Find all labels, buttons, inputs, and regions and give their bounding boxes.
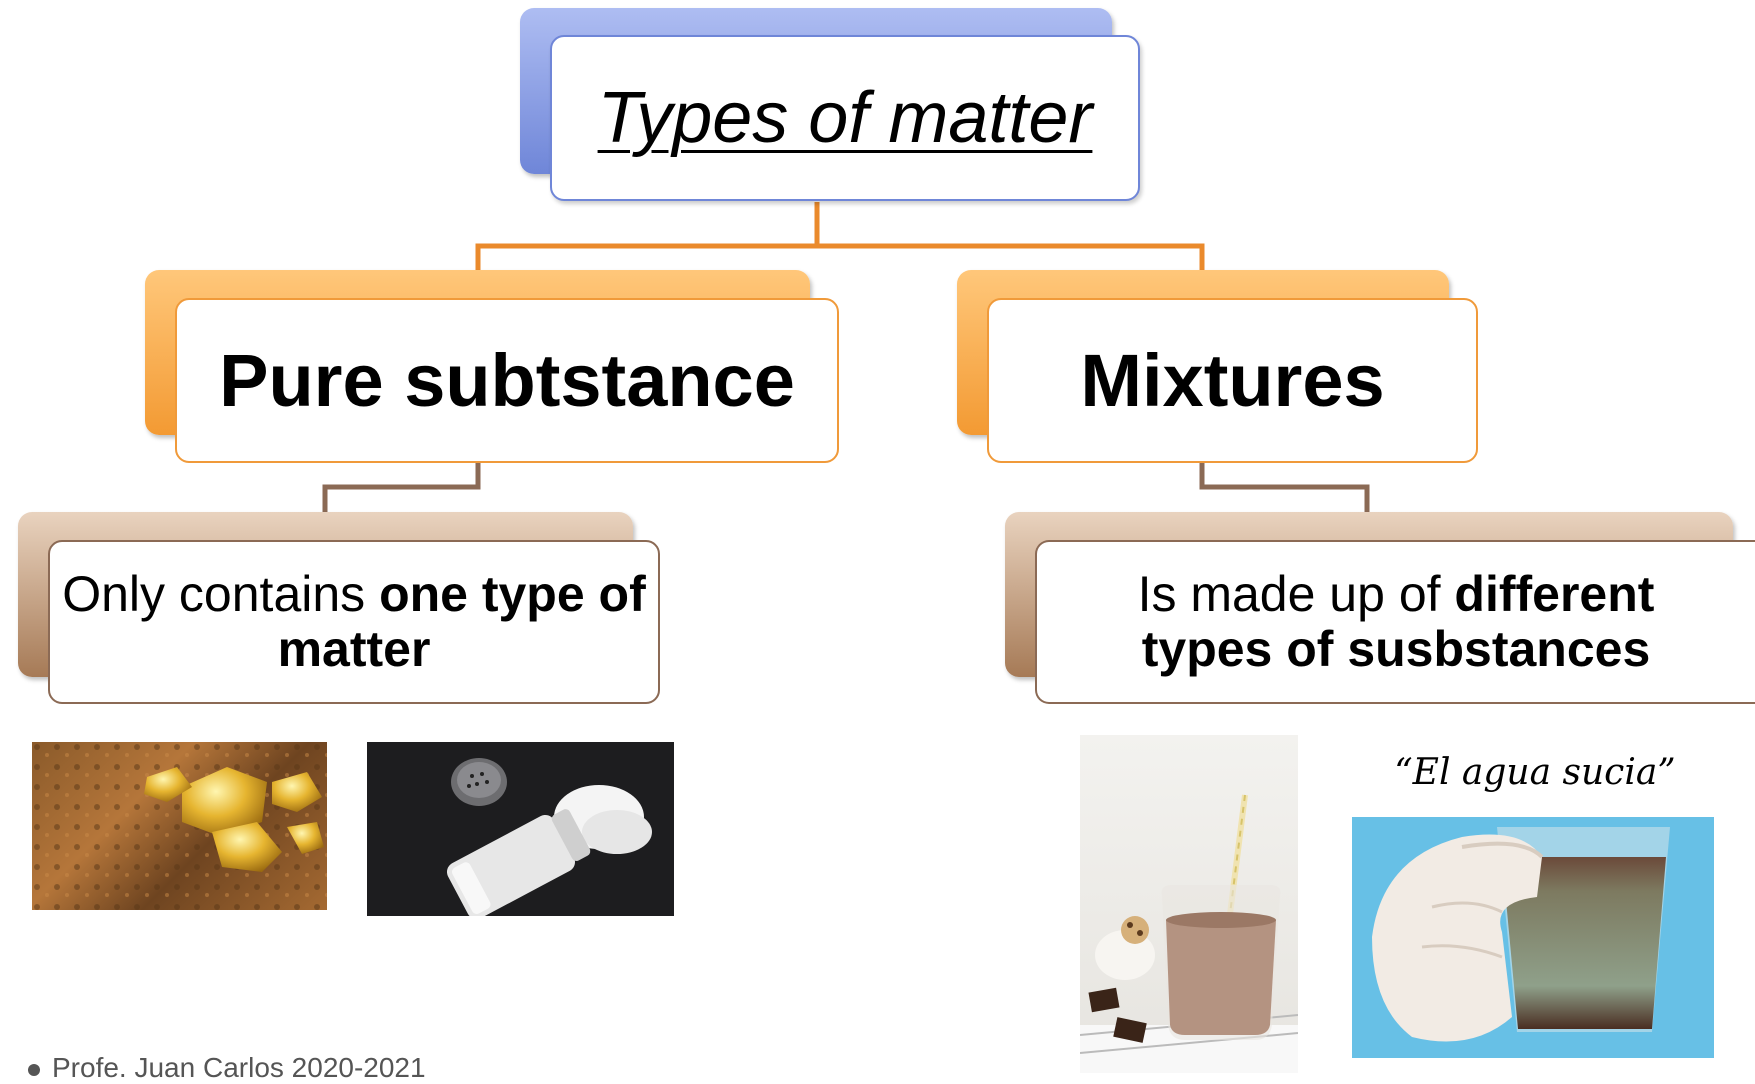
pure-substance-heading: Pure subtstance (219, 339, 795, 422)
gold-nuggets-image (32, 742, 327, 910)
chocolate-milkshake-image (1080, 735, 1298, 1073)
pure-definition-node: Only contains one type of matter (48, 540, 660, 704)
pure-definition-bold: one type of matter (277, 566, 646, 677)
mixtures-node: Mixtures (987, 298, 1478, 463)
mixtures-heading: Mixtures (1080, 339, 1385, 422)
mixtures-to-definition-connector (1199, 462, 1370, 512)
footer-text: Profe. Juan Carlos 2020-2021 (52, 1052, 426, 1083)
bullet-icon (28, 1063, 40, 1076)
diagram-title: Types of matter (597, 78, 1093, 158)
dirty-water-glass-image (1352, 817, 1714, 1058)
salt-shaker-image (367, 742, 674, 916)
pure-substance-node: Pure subtstance (175, 298, 839, 463)
title-to-branches-connector (475, 202, 820, 270)
pure-to-definition-connector (322, 462, 481, 512)
mixtures-definition-node: Is made up of different types of susbsta… (1035, 540, 1755, 704)
dirty-water-caption: “El agua sucia” (1394, 752, 1676, 793)
mixtures-definition-bold: different types of susbstances (1141, 566, 1655, 677)
title-to-mixtures-connector (817, 243, 1205, 270)
footer-credit: Profe. Juan Carlos 2020-2021 (28, 1052, 426, 1084)
mixtures-definition-text: Is made up of (1137, 566, 1455, 622)
pure-definition-text: Only contains (62, 566, 380, 622)
title-node: Types of matter (550, 35, 1140, 201)
